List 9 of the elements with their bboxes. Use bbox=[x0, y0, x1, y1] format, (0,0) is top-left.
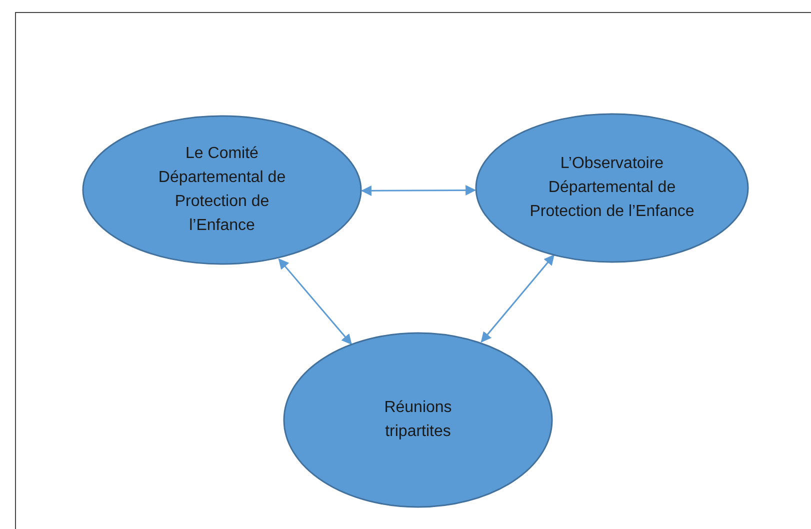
ellipse-node bbox=[475, 113, 749, 263]
node-label: Réunions tripartites bbox=[383, 398, 453, 442]
node-label: Le Comité Départemental de Protection de l’Enfance bbox=[157, 144, 287, 236]
ellipse-node bbox=[82, 115, 362, 265]
node-label: L’Observatoire Départemental de Protection de l’Enfance bbox=[528, 154, 696, 222]
double-arrow bbox=[278, 258, 352, 345]
double-arrow bbox=[360, 185, 476, 196]
double-arrow bbox=[480, 254, 554, 343]
ellipse-node bbox=[283, 332, 553, 508]
